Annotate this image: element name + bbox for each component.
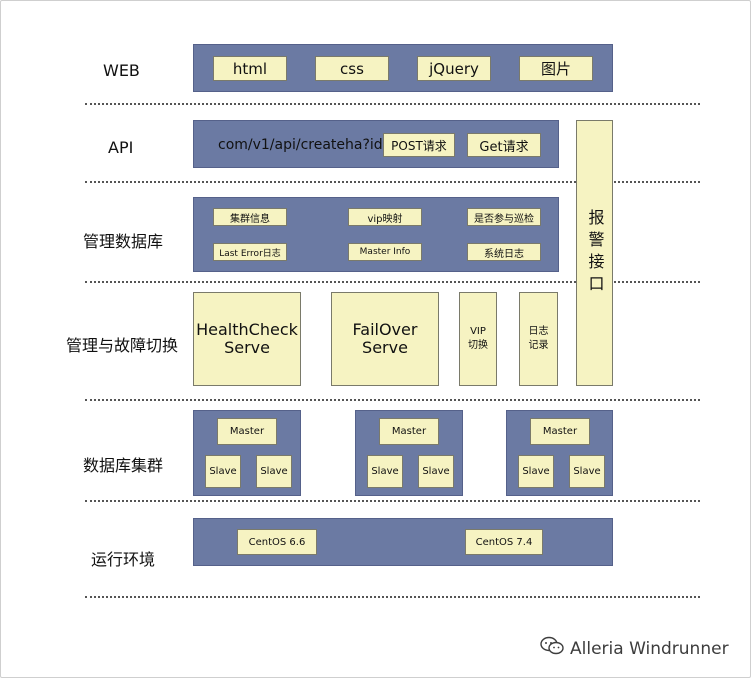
cluster-slave: Slave	[518, 455, 554, 488]
alarm-interface: 报警接口	[576, 120, 613, 386]
api-get-request: Get请求	[467, 133, 541, 157]
separator-line	[85, 596, 700, 598]
env-centos-7: CentOS 7.4	[465, 529, 543, 555]
vip-switch: VIP 切换	[459, 292, 497, 386]
web-item-css: css	[315, 56, 389, 81]
cluster-slave: Slave	[367, 455, 403, 488]
separator-line	[85, 399, 700, 401]
web-item-html: html	[213, 56, 287, 81]
db-inspection-flag: 是否参与巡检	[467, 208, 541, 226]
db-master-info: Master Info	[348, 243, 422, 261]
cluster-slave: Slave	[256, 455, 292, 488]
db-system-log: 系统日志	[467, 243, 541, 261]
db-vip-mapping: vip映射	[348, 208, 422, 226]
cluster-master: Master	[530, 418, 590, 445]
failover-serve: FailOver Serve	[331, 292, 439, 386]
layer-label-db: 管理数据库	[83, 232, 164, 251]
log-record: 日志 记录	[519, 292, 558, 386]
healthcheck-serve: HealthCheck Serve	[193, 292, 301, 386]
separator-line	[85, 181, 700, 183]
layer-label-env: 运行环境	[91, 550, 156, 569]
wechat-icon	[540, 636, 564, 661]
cluster-master: Master	[379, 418, 439, 445]
cluster-slave: Slave	[418, 455, 454, 488]
api-post-request: POST请求	[383, 133, 455, 157]
layer-label-web: WEB	[103, 61, 140, 80]
watermark-text: Alleria Windrunner	[570, 638, 729, 659]
layer-label-api: API	[108, 138, 134, 157]
layer-label-failover: 管理与故障切换	[66, 336, 179, 355]
cluster-slave: Slave	[569, 455, 605, 488]
separator-line	[85, 281, 700, 283]
layer-label-cluster: 数据库集群	[83, 456, 164, 475]
web-item-jquery: jQuery	[417, 56, 491, 81]
db-cluster-info: 集群信息	[213, 208, 287, 226]
separator-line	[85, 103, 700, 105]
separator-line	[85, 500, 700, 502]
cluster-slave: Slave	[205, 455, 241, 488]
web-item-images: 图片	[519, 56, 593, 81]
db-last-error-log: Last Error日志	[213, 243, 287, 261]
watermark: Alleria Windrunner	[540, 636, 729, 661]
api-endpoint: com/v1/api/createha?id=1	[218, 137, 404, 153]
env-centos-6: CentOS 6.6	[237, 529, 317, 555]
cluster-master: Master	[217, 418, 277, 445]
